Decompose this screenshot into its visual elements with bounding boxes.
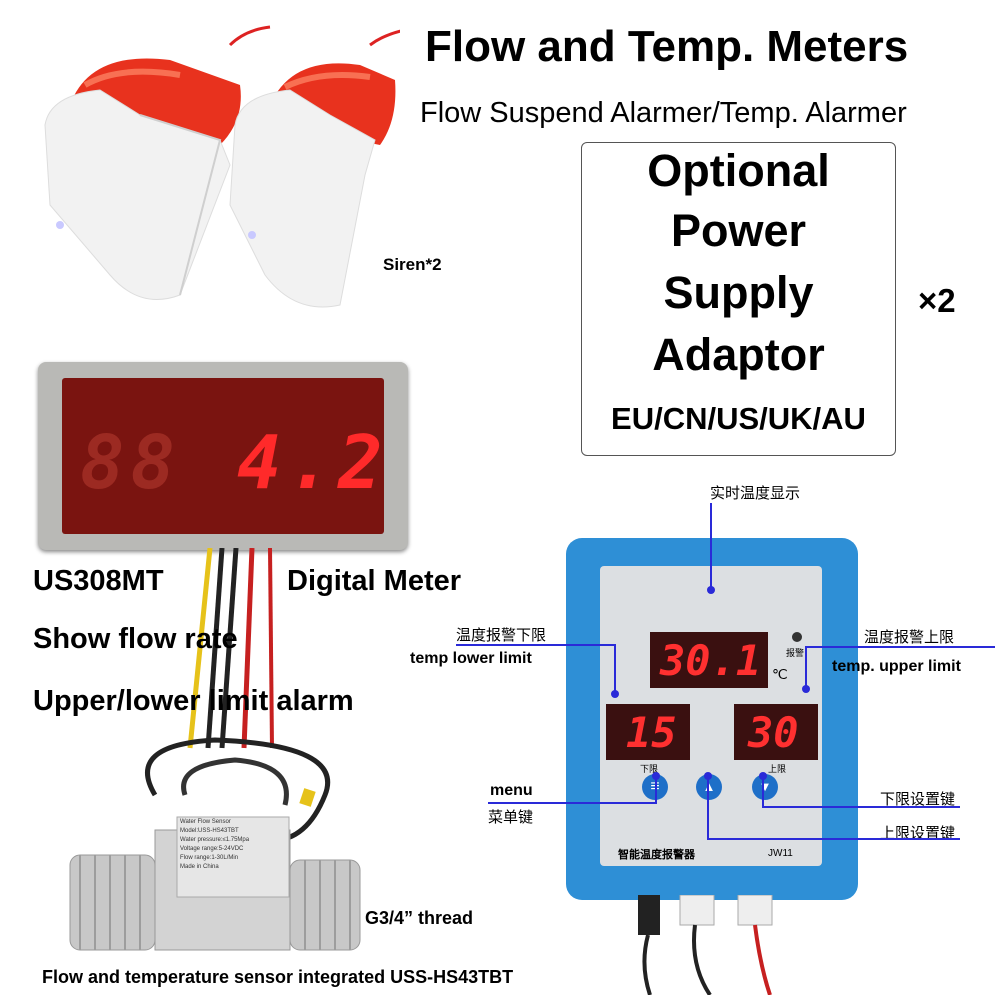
page-subtitle: Flow Suspend Alarmer/Temp. Alarmer bbox=[420, 97, 907, 129]
flow-meter-display: 88 4.2 bbox=[62, 378, 384, 534]
thread-label: G3/4” thread bbox=[365, 908, 474, 928]
optional-line-1: Optional bbox=[647, 145, 830, 196]
lower-limit-display: 15 bbox=[606, 704, 690, 760]
quantity-label: ×2 bbox=[918, 282, 956, 319]
optional-line-2: Power bbox=[670, 205, 807, 256]
lower-limit-en: temp lower limit bbox=[410, 650, 532, 667]
upper-limit-en: temp. upper limit bbox=[832, 658, 961, 675]
meter-feature-1: Show flow rate bbox=[33, 623, 238, 655]
meter-wires bbox=[187, 548, 274, 749]
celsius-unit: ℃ bbox=[772, 666, 788, 682]
flow-reading: 4.2 bbox=[237, 420, 389, 506]
siren-label: Siren*2 bbox=[383, 255, 442, 274]
sensor-nameplate: Water Flow Sensor Model:USS-HS43TBT Wate… bbox=[180, 819, 250, 870]
realtime-display-label: 实时温度显示 bbox=[710, 485, 801, 502]
siren-1 bbox=[44, 25, 271, 300]
optional-adaptor-box: Optional Power Supply Adaptor EU/CN/US/U… bbox=[581, 142, 896, 456]
meter-type-label: Digital Meter bbox=[287, 565, 462, 597]
controller-cables bbox=[638, 895, 773, 995]
controller-brand: 智能温度报警器 bbox=[618, 849, 695, 861]
siren-2 bbox=[229, 29, 400, 308]
alarm-led-label: 报警 bbox=[786, 648, 805, 658]
optional-line-3: Supply bbox=[663, 267, 814, 318]
down-key-label: 下限设置键 bbox=[880, 791, 956, 808]
meter-feature-2: Upper/lower limit alarm bbox=[33, 685, 354, 717]
up-key-label: 上限设置键 bbox=[880, 825, 956, 842]
plug-types: EU/CN/US/UK/AU bbox=[611, 401, 866, 436]
optional-line-4: Adaptor bbox=[652, 329, 825, 380]
controller-model: JW11 bbox=[768, 848, 793, 859]
upper-limit-display: 30 bbox=[734, 704, 818, 760]
meter-model-label: US308MT bbox=[33, 565, 164, 597]
upper-tag: 上限 bbox=[768, 764, 787, 774]
flow-meter-body: 88 4.2 bbox=[38, 362, 408, 550]
flow-sensor-image bbox=[69, 737, 361, 951]
menu-label-cn: 菜单键 bbox=[488, 809, 534, 826]
lower-limit-cn: 温度报警下限 bbox=[456, 627, 547, 644]
page-title: Flow and Temp. Meters bbox=[425, 22, 909, 71]
alarm-led bbox=[792, 632, 802, 642]
lower-tag: 下限 bbox=[640, 764, 659, 774]
menu-label-en: menu bbox=[490, 782, 533, 799]
sirens-image bbox=[44, 25, 400, 308]
sensor-caption: Flow and temperature sensor integrated U… bbox=[42, 967, 514, 987]
main-temp-display: 30.1 bbox=[650, 632, 768, 688]
upper-limit-cn: 温度报警上限 bbox=[864, 629, 955, 646]
temp-controller-panel: 30.1 ℃ 报警 15 下限 30 上限 ≡ ▲ ▼ 智能温度报警器 JW11 bbox=[600, 566, 822, 866]
